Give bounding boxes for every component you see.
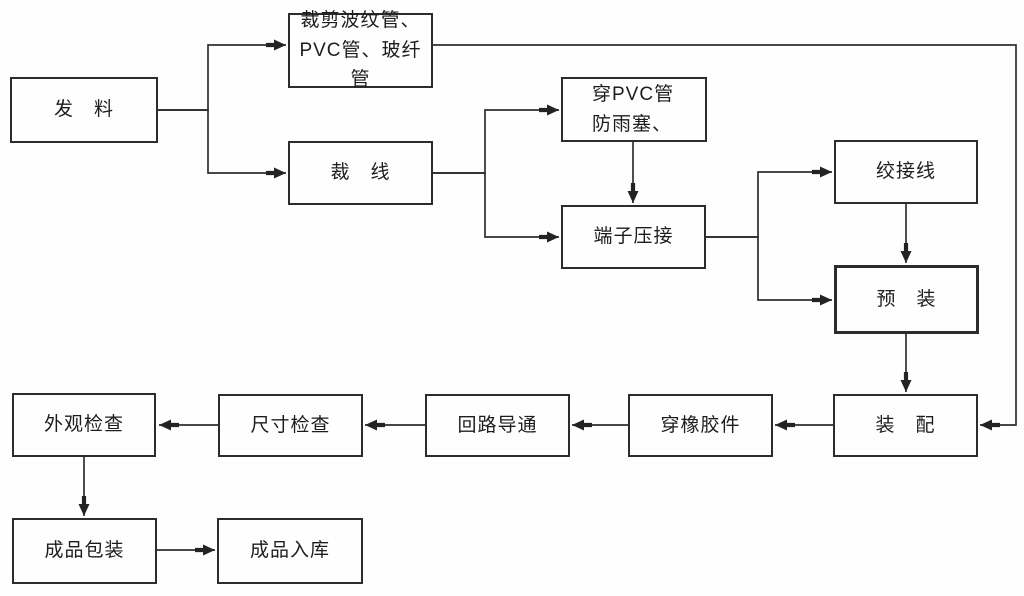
node-appearance-check: 外观检查 [12, 393, 156, 457]
node-cut-wire: 裁 线 [288, 141, 433, 205]
node-product-warehousing: 成品入库 [217, 518, 363, 584]
edge-cut-wire-to-pvc-tube [433, 104, 559, 174]
edge-dispatch-to-cut-tubes [158, 39, 286, 111]
node-thread-pvc-tube-rain-plug: 穿PVC管 防雨塞、 [561, 77, 707, 142]
node-twist-wires: 绞接线 [834, 140, 978, 204]
node-dimension-check: 尺寸检查 [218, 394, 363, 457]
edge-cut-wire-to-terminal-crimp [433, 172, 559, 243]
node-dispatch-material: 发 料 [10, 77, 158, 143]
node-pre-assembly: 预 装 [834, 265, 979, 334]
edge-terminal-crimp-to-pre-assembly [706, 236, 832, 306]
node-cut-corrugated-pvc-fiberglass-tubes: 裁剪波纹管、 PVC管、玻纤管 [288, 10, 433, 90]
node-circuit-continuity: 回路导通 [425, 394, 570, 457]
node-product-packaging: 成品包装 [12, 518, 157, 584]
node-thread-rubber-parts: 穿橡胶件 [628, 394, 773, 457]
edge-dispatch-to-cut-wire [158, 109, 286, 179]
node-assembly: 装 配 [833, 394, 978, 457]
node-terminal-crimping: 端子压接 [561, 205, 706, 269]
edge-cut-tubes-to-assembly [433, 44, 1017, 431]
edge-terminal-crimp-to-twist-wires [706, 166, 832, 238]
